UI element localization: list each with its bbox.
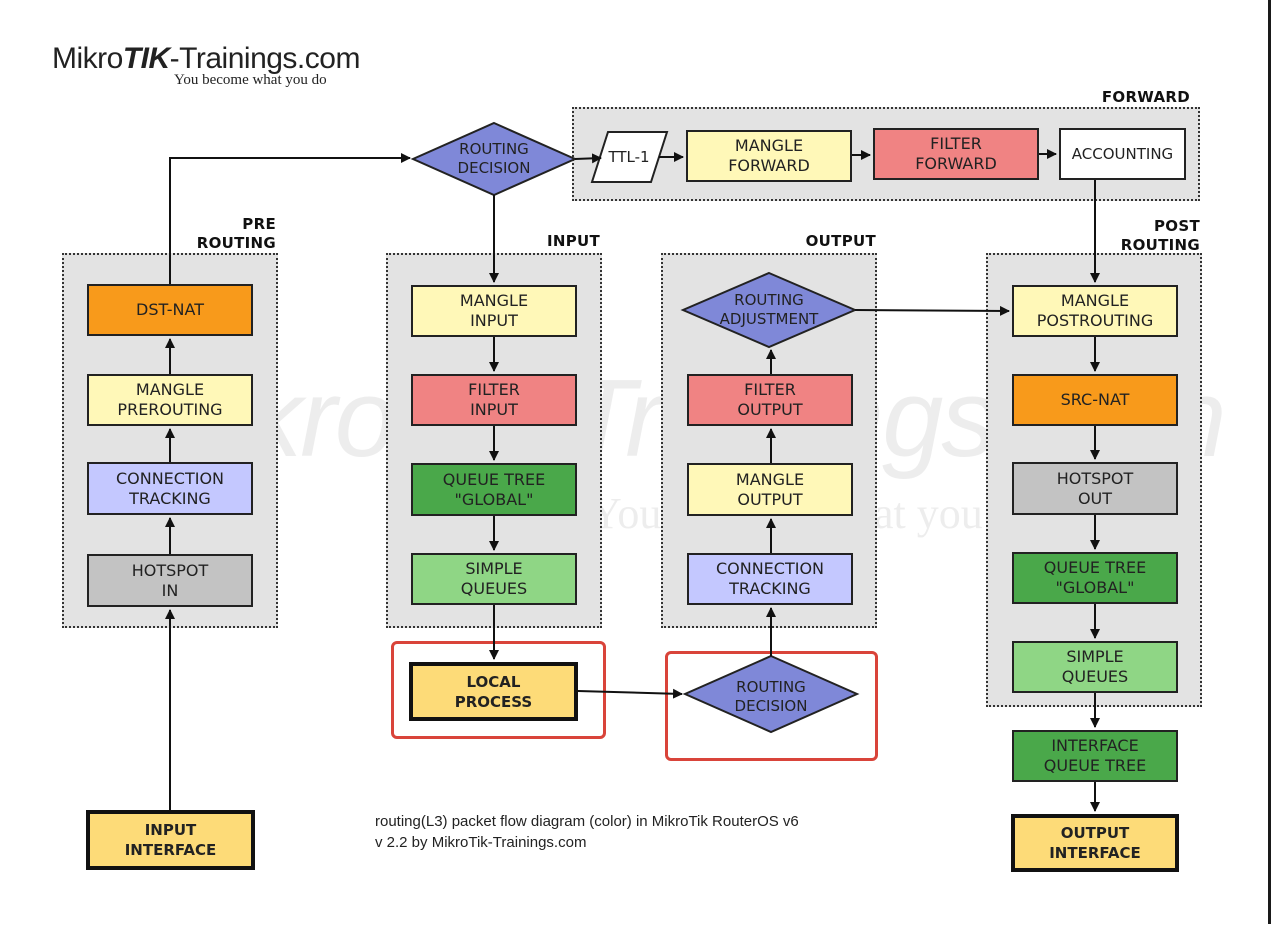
output-interface-box: OUTPUT INTERFACE — [1011, 814, 1179, 872]
accounting-box: ACCOUNTING — [1059, 128, 1186, 180]
interface-queue-tree-box: INTERFACE QUEUE TREE — [1012, 730, 1178, 782]
filter-forward-box: FILTER FORWARD — [873, 128, 1039, 180]
simple-queues-input-box: SIMPLE QUEUES — [411, 553, 577, 605]
hotspot-in-box: HOTSPOT IN — [87, 554, 253, 607]
routing-adjustment-diamond — [680, 271, 858, 349]
caption-line-1: routing(L3) packet flow diagram (color) … — [375, 813, 799, 830]
connection-tracking-output-box: CONNECTION TRACKING — [687, 553, 853, 605]
logo-tagline: You become what you do — [174, 72, 327, 88]
src-nat-box: SRC-NAT — [1012, 374, 1178, 426]
mangle-forward-box: MANGLE FORWARD — [686, 130, 852, 182]
arrow-routing-adjustment-to-mangle-postrouting — [854, 305, 1010, 316]
output-label: OUTPUT — [805, 232, 876, 250]
input-interface-box: INPUT INTERFACE — [86, 810, 255, 870]
routing-adjustment-text: ROUTING ADJUSTMENT — [719, 291, 819, 328]
forward-label: FORWARD — [1101, 88, 1190, 106]
dst-nat-box: DST-NAT — [87, 284, 253, 336]
simple-queues-postrouting-box: SIMPLE QUEUES — [1012, 641, 1178, 693]
mangle-prerouting-box: MANGLE PREROUTING — [87, 374, 253, 426]
mangle-input-box: MANGLE INPUT — [411, 285, 577, 337]
connection-tracking-prerouting-box: CONNECTION TRACKING — [87, 462, 253, 515]
ttl-parallelogram — [590, 131, 669, 183]
mangle-postrouting-box: MANGLE POSTROUTING — [1012, 285, 1178, 337]
ttl-text: TTL-1 — [608, 148, 650, 166]
hotspot-out-box: HOTSPOT OUT — [1012, 462, 1178, 515]
local-process-box: LOCAL PROCESS — [409, 662, 578, 721]
mikrotik-trainings-logo: MikroTIK-Trainings.com You become what y… — [52, 42, 360, 89]
arrow-dst-nat-to-routing-decision — [169, 153, 411, 284]
filter-input-box: FILTER INPUT — [411, 374, 577, 426]
diagram-caption: routing(L3) packet flow diagram (color) … — [375, 811, 799, 853]
filter-output-box: FILTER OUTPUT — [687, 374, 853, 426]
arrow-local-process-to-routing-decision — [577, 688, 683, 699]
routing-decision-bottom-diamond — [682, 654, 860, 734]
queue-tree-global-postrouting-box: QUEUE TREE "GLOBAL" — [1012, 552, 1178, 604]
caption-line-2: v 2.2 by MikroTik-Trainings.com — [375, 834, 587, 851]
mangle-output-box: MANGLE OUTPUT — [687, 463, 853, 516]
logo-brand: MikroTIK-Trainings.com — [52, 42, 360, 75]
arrow-routing-decision-to-ttl — [574, 153, 602, 164]
routing-decision-top-text: ROUTING DECISION — [457, 140, 531, 177]
input-label: INPUT — [546, 232, 600, 250]
local-process-highlight — [391, 641, 606, 739]
routing-decision-bottom-text: ROUTING DECISION — [734, 678, 808, 715]
postrouting-label: POST ROUTING — [1120, 217, 1200, 254]
prerouting-label: PRE ROUTING — [196, 215, 276, 252]
queue-tree-global-input-box: QUEUE TREE "GLOBAL" — [411, 463, 577, 516]
